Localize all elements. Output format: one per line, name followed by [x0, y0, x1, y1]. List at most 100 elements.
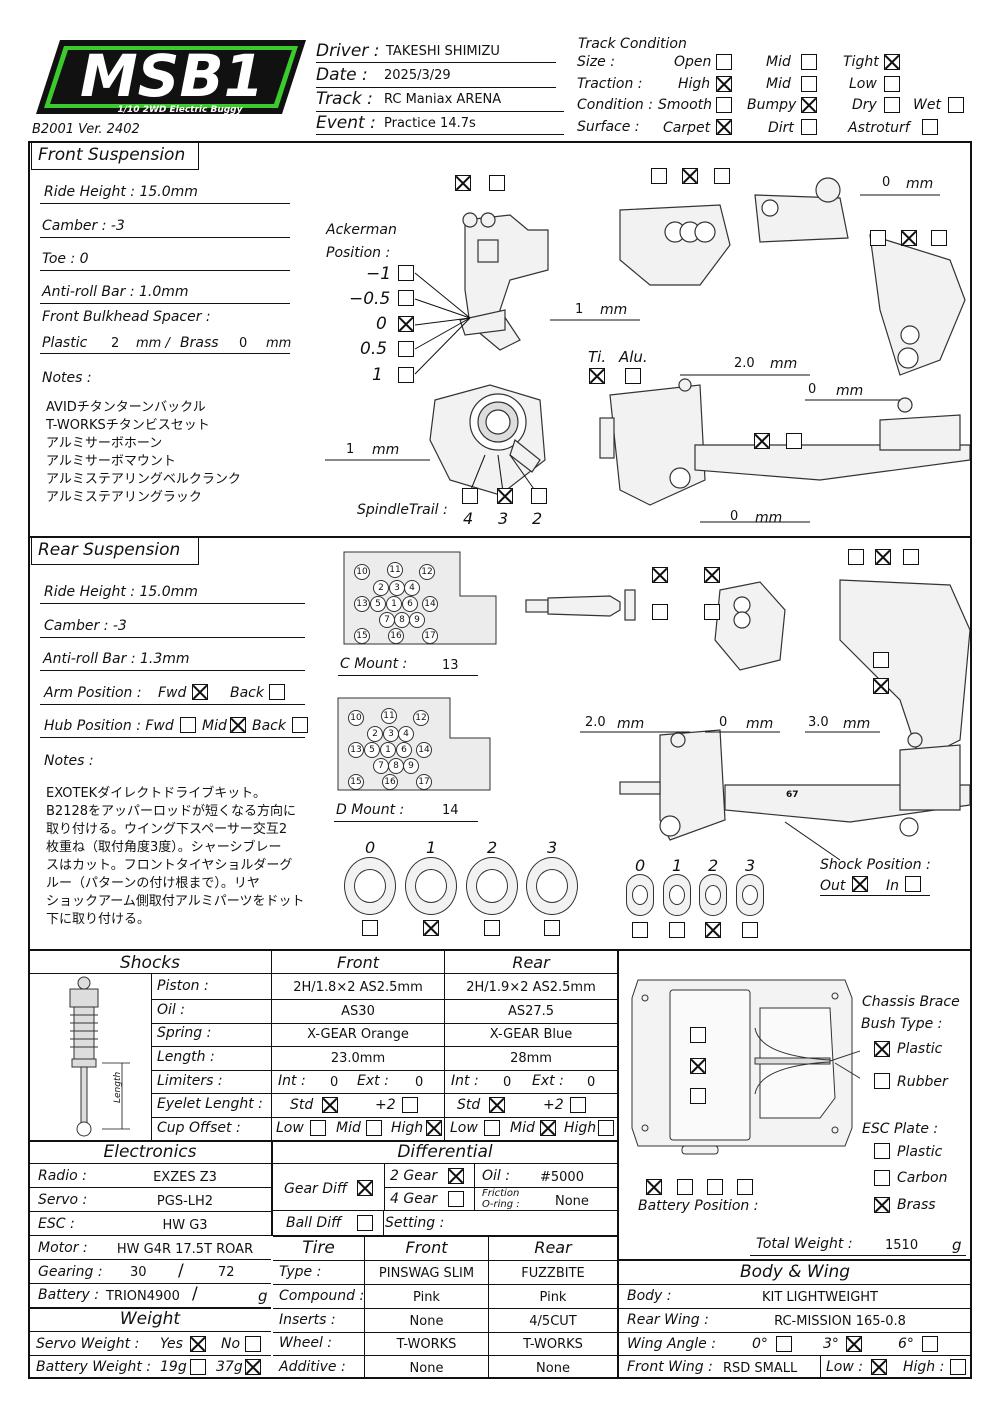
battery-position-4-checkbox[interactable] [737, 1179, 753, 1195]
condition-smooth-checkbox[interactable] [716, 97, 732, 113]
front-right-checkbox-3[interactable] [931, 230, 947, 246]
traction-mid-checkbox[interactable] [801, 76, 817, 92]
version: B2001 Ver. 2402 [32, 122, 140, 137]
front-right-checkbox-2[interactable] [901, 230, 917, 246]
rear-driveshaft-checkbox-1[interactable] [652, 567, 668, 583]
arm-option-2-checkbox[interactable] [705, 922, 721, 938]
front-right-checkbox-1[interactable] [870, 230, 886, 246]
front-dim-value: 1 [346, 442, 355, 457]
surface-dirt-checkbox[interactable] [801, 119, 817, 135]
cup-front-low-checkbox[interactable] [310, 1120, 326, 1136]
esc-carbon-checkbox[interactable] [874, 1170, 890, 1186]
rear-tower-checkbox-2[interactable] [875, 549, 891, 565]
front-plastic-value: 2 [111, 336, 120, 351]
insert-option-2-checkbox[interactable] [484, 920, 500, 936]
hub-fwd-checkbox[interactable] [180, 717, 196, 733]
surface-astroturf-checkbox[interactable] [922, 119, 938, 135]
ackerman-05-checkbox[interactable] [398, 341, 414, 357]
battery-position-1-checkbox[interactable] [646, 1179, 662, 1195]
front-middle-checkbox-2[interactable] [682, 168, 698, 184]
ball-diff-checkbox[interactable] [357, 1215, 373, 1231]
wing-angle-6-checkbox[interactable] [922, 1336, 938, 1352]
front-wing-low-checkbox[interactable] [871, 1359, 887, 1375]
arm-back-checkbox[interactable] [269, 684, 285, 700]
esc-brass-checkbox[interactable] [874, 1197, 890, 1213]
alu-checkbox[interactable] [625, 368, 641, 384]
servo-weight-yes-checkbox[interactable] [190, 1336, 206, 1352]
rear-tower-checkbox-1[interactable] [848, 549, 864, 565]
bush-rubber-checkbox[interactable] [874, 1073, 890, 1089]
surface-carpet-checkbox[interactable] [716, 119, 732, 135]
front-rack-checkbox-1[interactable] [754, 433, 770, 449]
ackerman-1-checkbox[interactable] [398, 367, 414, 383]
chassis-brace-bottom-checkbox[interactable] [690, 1088, 706, 1104]
traction-high-checkbox[interactable] [716, 76, 732, 92]
insert-option-3-checkbox[interactable] [544, 920, 560, 936]
ackerman-minus05-checkbox[interactable] [398, 290, 414, 306]
ackerman-minus1-checkbox[interactable] [398, 265, 414, 281]
gear-diff-checkbox[interactable] [357, 1180, 373, 1196]
arm-option-0-checkbox[interactable] [632, 922, 648, 938]
electronics-title: Electronics [103, 1142, 197, 1162]
cup-rear-low-checkbox[interactable] [484, 1120, 500, 1136]
rear-tower-checkbox-4[interactable] [873, 652, 889, 668]
cup-front-high-checkbox[interactable] [426, 1120, 442, 1136]
chassis-brace-top-checkbox[interactable] [690, 1027, 706, 1043]
rear-driveshaft-checkbox-2[interactable] [652, 604, 668, 620]
spindle-trail-3-checkbox[interactable] [497, 488, 513, 504]
rear-tower-checkbox-5[interactable] [873, 678, 889, 694]
arm-option-3-checkbox[interactable] [742, 922, 758, 938]
cup-rear-high-checkbox[interactable] [598, 1120, 614, 1136]
front-wing-high-checkbox[interactable] [950, 1359, 966, 1375]
battery-weight-19-checkbox[interactable] [190, 1359, 206, 1375]
cup-rear-mid-checkbox[interactable] [540, 1120, 556, 1136]
servo-weight-no-checkbox[interactable] [245, 1336, 261, 1352]
condition-wet-checkbox[interactable] [948, 97, 964, 113]
gear4-checkbox[interactable] [448, 1191, 464, 1207]
shock-out-checkbox[interactable] [852, 876, 868, 892]
battery-position-3-checkbox[interactable] [707, 1179, 723, 1195]
cup-front-mid-checkbox[interactable] [366, 1120, 382, 1136]
mount-hole-number: 15 [354, 628, 370, 644]
size-mid-checkbox[interactable] [801, 54, 817, 70]
wing-angle-3-checkbox[interactable] [846, 1336, 862, 1352]
arm-option-1-checkbox[interactable] [669, 922, 685, 938]
spindle-trail-2-checkbox[interactable] [531, 488, 547, 504]
eyelet-rear-std-checkbox[interactable] [489, 1097, 505, 1113]
front-top-left-checkbox-2[interactable] [489, 175, 505, 191]
eyelet-rear-plus2-checkbox[interactable] [570, 1097, 586, 1113]
wing-angle-0-checkbox[interactable] [776, 1336, 792, 1352]
rear-hub-checkbox-2[interactable] [704, 604, 720, 620]
condition-bumpy-checkbox[interactable] [801, 97, 817, 113]
condition-dry-checkbox[interactable] [884, 97, 900, 113]
front-middle-checkbox-3[interactable] [714, 168, 730, 184]
cup-rear-mid-label: Mid [510, 1120, 535, 1136]
size-tight-checkbox[interactable] [884, 54, 900, 70]
bush-plastic-checkbox[interactable] [874, 1041, 890, 1057]
front-top-left-checkbox-1[interactable] [455, 175, 471, 191]
front-middle-checkbox-1[interactable] [651, 168, 667, 184]
chassis-brace-mid-checkbox[interactable] [690, 1058, 706, 1074]
battery-position-2-checkbox[interactable] [677, 1179, 693, 1195]
hub-mid-checkbox[interactable] [230, 717, 246, 733]
arm-fwd-checkbox[interactable] [192, 684, 208, 700]
ti-checkbox[interactable] [589, 368, 605, 384]
mount-hole-number: 6 [402, 596, 418, 612]
rear-hub-checkbox-1[interactable] [704, 567, 720, 583]
gear2-checkbox[interactable] [448, 1168, 464, 1184]
insert-option-1-checkbox[interactable] [423, 920, 439, 936]
esc-plastic-checkbox[interactable] [874, 1143, 890, 1159]
battery-weight-37-checkbox[interactable] [245, 1359, 261, 1375]
shock-in-checkbox[interactable] [905, 876, 921, 892]
spindle-trail-4-checkbox[interactable] [462, 488, 478, 504]
rear-tower-checkbox-3[interactable] [903, 549, 919, 565]
insert-option-0-checkbox[interactable] [362, 920, 378, 936]
size-open-checkbox[interactable] [716, 54, 732, 70]
traction-low-checkbox[interactable] [884, 76, 900, 92]
front-rack-checkbox-2[interactable] [786, 433, 802, 449]
eyelet-front-plus2-checkbox[interactable] [402, 1097, 418, 1113]
ackerman-0-checkbox[interactable] [398, 316, 414, 332]
mount-hole-number: 2 [367, 726, 383, 742]
eyelet-front-std-checkbox[interactable] [322, 1097, 338, 1113]
hub-back-checkbox[interactable] [292, 717, 308, 733]
